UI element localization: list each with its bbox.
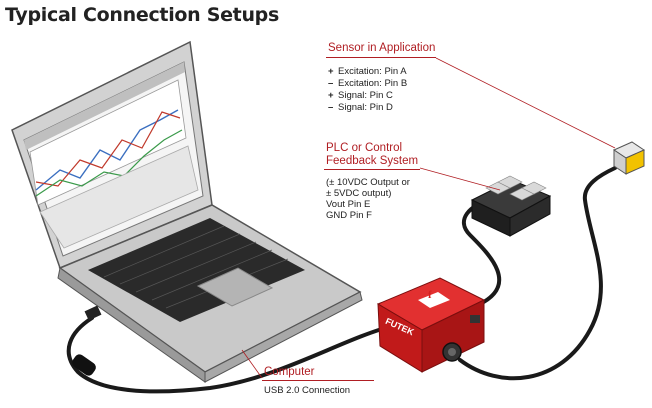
- usb-plug: [84, 305, 102, 321]
- computer-subtext: USB 2.0 Connection: [264, 385, 351, 396]
- usb-cable: [66, 316, 394, 394]
- ferrite-bead-icon: [72, 354, 96, 376]
- plc-line-4: GND Pin F: [326, 210, 372, 221]
- sensor-pin-b: –Excitation: Pin B: [328, 78, 408, 89]
- plc-module-icon: [470, 175, 552, 237]
- sensor-heading-rule: [326, 57, 436, 58]
- plc-heading-line2: Feedback System: [326, 155, 419, 167]
- plc-line-2: ± 5VDC output): [326, 188, 392, 199]
- plc-heading-rule: [324, 169, 420, 170]
- screen-chart-line-green: [35, 129, 183, 197]
- screen-chart-line-red: [35, 111, 181, 187]
- plc-heading-line1: PLC or Control: [326, 142, 403, 154]
- laptop-icon: [11, 40, 363, 383]
- computer-heading: Computer: [264, 366, 315, 378]
- page-title: Typical Connection Setups: [5, 4, 279, 26]
- plc-line-1: (± 10VDC Output or: [326, 177, 410, 188]
- computer-heading-rule: [262, 380, 374, 381]
- sensor-pin-a: +Excitation: Pin A: [328, 66, 407, 77]
- sensor-pin-c: +Signal: Pin C: [328, 90, 393, 101]
- sensor-heading: Sensor in Application: [328, 42, 436, 54]
- sensor-pin-d: –Signal: Pin D: [328, 102, 393, 113]
- sensor-icon: [612, 141, 646, 175]
- plc-line-3: Vout Pin E: [326, 199, 371, 210]
- sensor-cable: [458, 166, 617, 381]
- leader-lines: [241, 57, 616, 379]
- laptop-trackpad: [196, 267, 274, 307]
- futek-logo-letter: f: [428, 289, 432, 301]
- futek-amplifier-icon: [376, 277, 486, 373]
